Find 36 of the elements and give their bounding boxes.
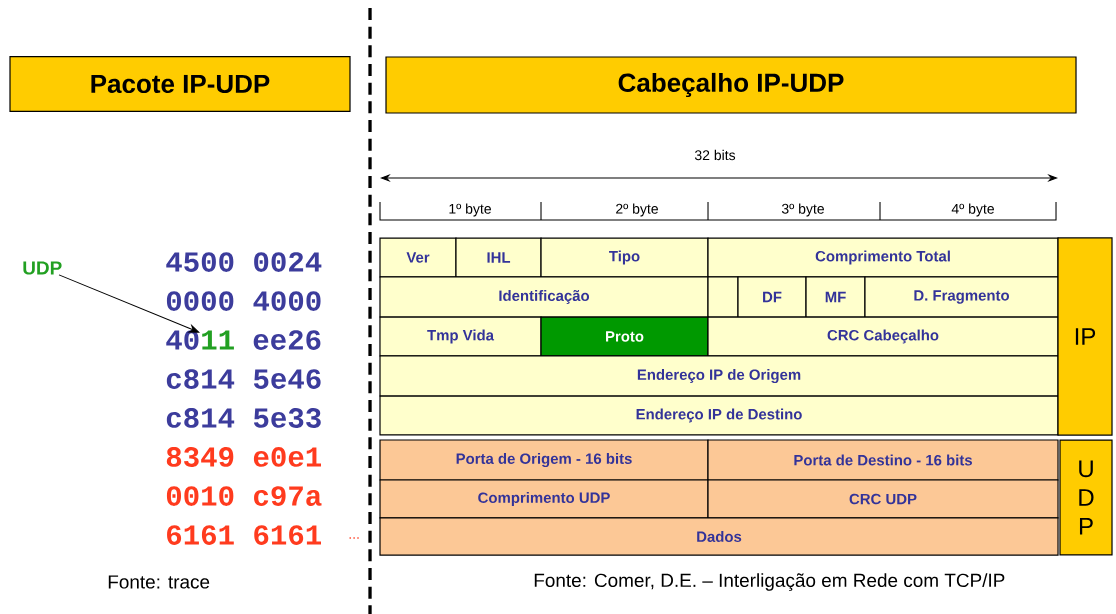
arrow bbox=[58, 274, 200, 333]
field-cell: MF bbox=[805, 276, 866, 318]
title-box: Pacote IP-UDP bbox=[9, 55, 351, 113]
hex-word: c814 5e46 bbox=[166, 369, 321, 389]
hex-word: 0010 c97a bbox=[166, 486, 322, 506]
arrow-label: UDP bbox=[23, 261, 62, 275]
dimension-label: 32 bits bbox=[694, 149, 736, 161]
field-cell: Proto bbox=[540, 316, 709, 357]
source-note: Fonte: Comer, D.E. – Interligação em Rede com TCP/IP bbox=[534, 573, 1005, 591]
byte-label: 1º byte bbox=[449, 203, 491, 217]
field-cell: Ver bbox=[379, 237, 457, 278]
field-cell: Porta de Origem - 16 bits bbox=[379, 439, 709, 481]
field-cell: Comprimento UDP bbox=[379, 479, 709, 519]
byte-label: 4º byte bbox=[951, 203, 994, 217]
empty-cell bbox=[707, 276, 739, 318]
field-cell: Endereço IP de Destino bbox=[379, 395, 1059, 436]
ellipsis: ... bbox=[349, 537, 359, 539]
field-cell: Tmp Vida bbox=[379, 316, 542, 357]
field-cell: CRC UDP bbox=[707, 479, 1059, 519]
side-bar: U D P bbox=[1059, 439, 1113, 556]
hex-word: 0000 4000 bbox=[166, 291, 321, 311]
byte-label: 3º byte bbox=[781, 203, 824, 217]
side-bar: IP bbox=[1057, 237, 1113, 436]
hex-word: 8349 e0e1 bbox=[166, 447, 321, 467]
source-note: Fonte: trace bbox=[108, 575, 210, 589]
field-cell: Tipo bbox=[540, 237, 709, 278]
hex-word: c814 5e33 bbox=[166, 408, 321, 428]
hex-word: 40 bbox=[166, 330, 199, 350]
title-box: Cabeçalho IP-UDP bbox=[385, 56, 1077, 114]
byte-label: 2º byte bbox=[616, 203, 658, 217]
hex-word: 4500 0024 bbox=[166, 252, 322, 272]
hex-digits: 11 bbox=[202, 330, 234, 350]
hex-word: ee26 bbox=[253, 330, 321, 350]
field-cell: IHL bbox=[455, 237, 542, 278]
field-cell: Porta de Destino - 16 bits bbox=[707, 439, 1059, 481]
hex-word: 6161 6161 bbox=[167, 525, 321, 545]
